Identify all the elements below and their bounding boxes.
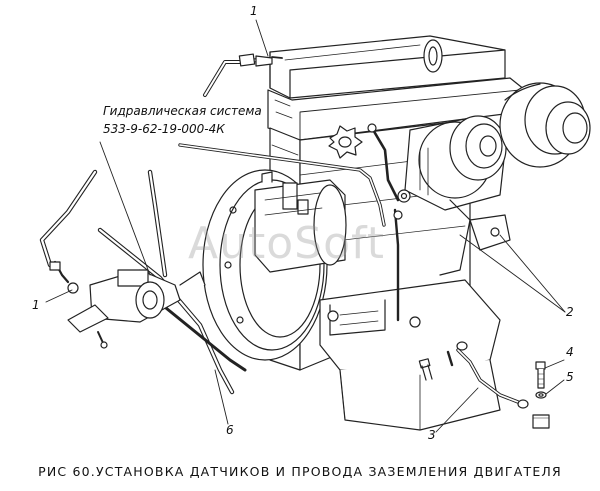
sump-bolt xyxy=(418,358,433,381)
hydraulic-system-label: Гидравлическая система xyxy=(103,104,262,118)
mounting-bracket xyxy=(439,199,511,276)
callout-4: 4 xyxy=(566,345,574,359)
pressure-sensor-assembly xyxy=(49,260,206,349)
callout-1-top: 1 xyxy=(250,4,258,18)
figure-caption: РИС 60.УСТАНОВКА ДАТЧИКОВ И ПРОВОДА ЗАЗЕ… xyxy=(38,464,562,479)
alternator xyxy=(404,115,507,211)
starter-motor xyxy=(254,171,347,273)
temperature-sensor-top xyxy=(203,53,283,97)
washer xyxy=(535,391,547,399)
watermark: AutoSoft xyxy=(188,218,385,269)
leader-lines xyxy=(45,19,566,433)
callout-1-left: 1 xyxy=(32,298,40,312)
hydraulic-system-code: 533-9-62-19-000-4К xyxy=(103,122,225,136)
callout-3: 3 xyxy=(428,428,436,442)
callout-5: 5 xyxy=(566,370,574,384)
callout-6: 6 xyxy=(226,423,234,437)
crankshaft-pulley xyxy=(499,82,591,168)
bolt xyxy=(535,361,546,389)
nut xyxy=(532,414,550,429)
ground-wire xyxy=(446,341,529,409)
callout-2: 2 xyxy=(566,305,574,319)
hydraulic-lines xyxy=(39,169,247,395)
sensor-wire-harness xyxy=(178,123,411,322)
oil-filler-cap xyxy=(328,125,363,159)
oil-sump xyxy=(319,279,501,431)
